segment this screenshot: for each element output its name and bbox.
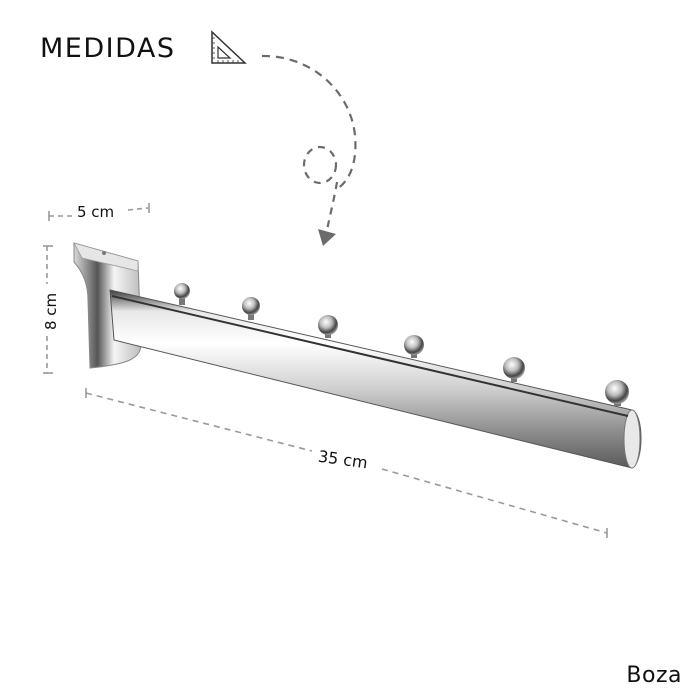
bracket-product-image bbox=[73, 242, 642, 469]
width-dimension-line bbox=[48, 203, 150, 221]
height-dimension-label: 8 cm bbox=[42, 292, 60, 330]
length-dimension-line bbox=[85, 388, 608, 538]
dashed-curved-arrow-icon bbox=[261, 54, 357, 246]
height-dimension-line bbox=[43, 245, 53, 374]
width-dimension-label: 5 cm bbox=[77, 203, 115, 221]
set-square-ruler-icon bbox=[211, 30, 247, 64]
ball-hooks bbox=[174, 283, 629, 406]
page-title: MEDIDAS bbox=[40, 33, 176, 64]
brand-logo: Boza bbox=[626, 663, 682, 688]
